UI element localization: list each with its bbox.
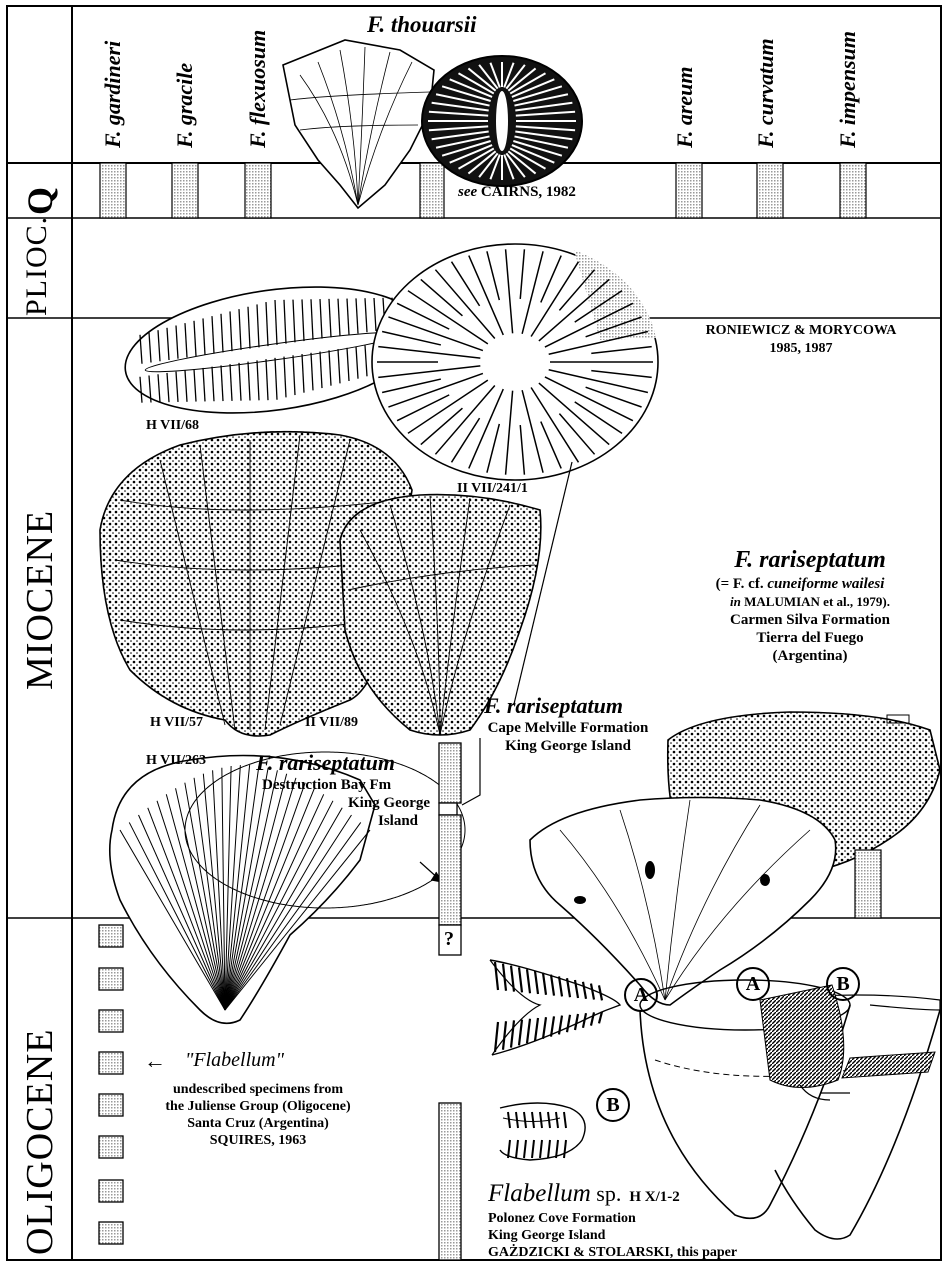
species-gracile: F. gracile [172, 63, 198, 148]
epoch-plioc: PLIOC. [20, 216, 54, 316]
carmen-title: F. rariseptatum [690, 545, 930, 575]
carmen-synonym: (= F. cf. cuneiforme wailesi [670, 575, 930, 593]
oligocene-boxes [99, 925, 123, 1244]
destruction-line3: Island [378, 813, 418, 830]
flabellum-name: Flabellum [488, 1180, 591, 1207]
juliense-line2: the Juliense Group (Oligocene) [128, 1098, 388, 1115]
label-hvii2411: II VII/241/1 [457, 481, 528, 497]
species-thouarsii: F. thouarsii [367, 12, 477, 38]
ref-roniewicz: RONIEWICZ & MORYCOWA 1985, 1987 [660, 322, 942, 358]
epoch-miocene: MIOCENE [18, 510, 62, 690]
carmen-syn-rest: MALUMIAN et al., 1979). [741, 594, 890, 609]
cape-title: F. rariseptatum [468, 693, 668, 719]
species-flexuosum: F. flexuosum [245, 30, 271, 148]
epoch-q: Q [19, 186, 61, 215]
label-hvii57: H VII/57 [150, 715, 203, 731]
ref-cairns-see: see [458, 184, 477, 200]
label-hvii68: H VII/68 [146, 418, 199, 434]
juliense-block: undescribed specimens from the Juliense … [128, 1081, 388, 1149]
species-areum: F. areum [672, 66, 698, 148]
cape-melville-block: F. rariseptatum Cape Melville Formation … [468, 693, 668, 755]
flabellum-code: H X/1-2 [629, 1189, 679, 1205]
marker-b-section: B [596, 1088, 630, 1122]
flabellum-line3: GAŻDZICKI & STOLARSKI, this paper [488, 1244, 737, 1261]
marker-a-cone: A [736, 967, 770, 1001]
label-hvii263: H VII/263 [146, 753, 206, 769]
destruction-title: F. rariseptatum [256, 750, 395, 776]
carmen-syn-name: cuneiforme wailesi [767, 576, 884, 592]
thouarsii-specimen-calice [422, 56, 582, 186]
species-gardineri: F. gardineri [100, 41, 126, 148]
carmen-silva-block: F. rariseptatum (= F. cf. cuneiforme wai… [690, 545, 930, 665]
juliense-line4: SQUIRES, 1963 [128, 1132, 388, 1149]
flabellum-block: Polonez Cove Formation King George Islan… [488, 1210, 737, 1261]
range-question-mark: ? [444, 928, 454, 951]
flabellum-line2: King George Island [488, 1227, 737, 1244]
juliense-line1: undescribed specimens from [128, 1081, 388, 1098]
carmen-syn-ref: in MALUMIAN et al., 1979). [690, 593, 930, 611]
cape-line2: King George Island [468, 737, 668, 755]
juliense-name: "Flabellum" [185, 1049, 284, 1072]
label-hvii89: II VII/89 [305, 715, 358, 731]
carmen-line2: Tierra del Fuego [690, 629, 930, 647]
destruction-line2: King George [348, 795, 430, 812]
flabellum-title: Flabellum sp. H X/1-2 [488, 1180, 680, 1208]
carmen-line3: (Argentina) [690, 647, 930, 665]
carmen-syn-open: (= F. cf. [716, 576, 768, 592]
species-curvatum: F. curvatum [753, 38, 779, 148]
marker-a-section: A [624, 978, 658, 1012]
range-bar-king-george [439, 738, 480, 1260]
cape-line1: Cape Melville Formation [468, 719, 668, 737]
flabellum-line1: Polonez Cove Formation [488, 1210, 737, 1227]
species-impensum: F. impensum [835, 31, 861, 148]
calice-hvii2411 [372, 244, 658, 480]
juliense-line3: Santa Cruz (Argentina) [128, 1115, 388, 1132]
epoch-oligocene: OLIGOCENE [18, 1029, 62, 1255]
carmen-line1: Carmen Silva Formation [690, 611, 930, 629]
destruction-line1: Destruction Bay Fm [262, 777, 391, 794]
ref-cairns: see CAIRNS, 1982 [458, 184, 576, 201]
juliense-arrow-icon: ← [144, 1048, 166, 1074]
ref-roniewicz-line2: 1985, 1987 [660, 340, 942, 358]
specimen-hvii263 [110, 756, 375, 1024]
carmen-syn-in: in [730, 594, 741, 609]
flabellum-sp: sp. [591, 1181, 622, 1206]
thouarsii-specimen-side [283, 40, 434, 208]
flabellum-section-b [500, 1103, 585, 1160]
marker-b-cone: B [826, 967, 860, 1001]
ref-cairns-text: CAIRNS, 1982 [481, 184, 576, 200]
cone-diagram [640, 980, 940, 1239]
ref-roniewicz-line1: RONIEWICZ & MORYCOWA [660, 322, 942, 340]
flabellum-section-a [490, 960, 620, 1055]
